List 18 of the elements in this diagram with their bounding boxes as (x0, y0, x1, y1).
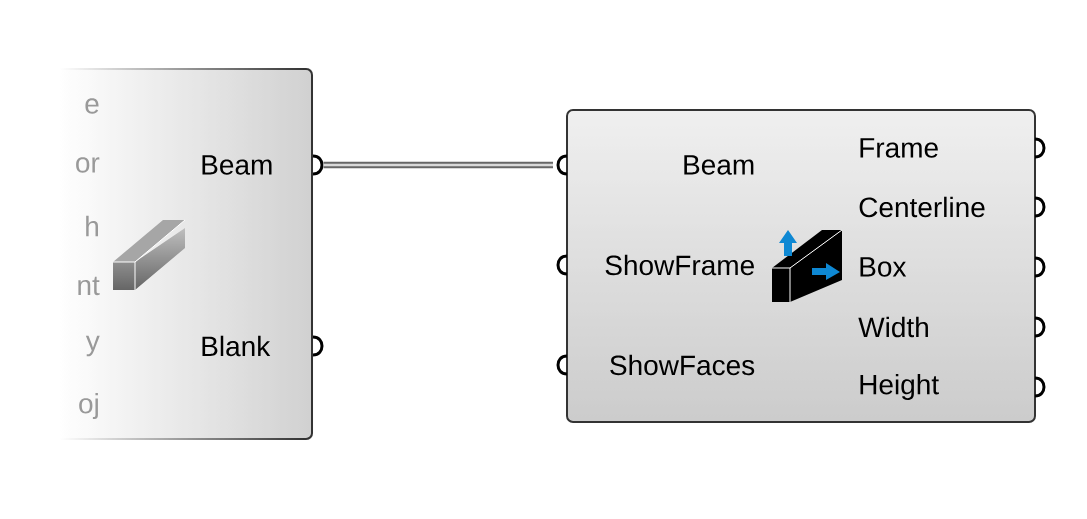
port-label: ShowFaces (610, 354, 755, 376)
port-label: y (85, 335, 100, 357)
port-label: Centerline (859, 196, 985, 218)
wire (323, 161, 553, 169)
component-box (566, 109, 1036, 423)
port-label: nt (78, 276, 100, 296)
port-label: Frame (860, 138, 938, 158)
port-label: Blank (202, 335, 271, 357)
port-label: e (85, 98, 99, 114)
port-label: Width (858, 316, 928, 338)
port-label: Box (860, 257, 907, 277)
port-label: oj (79, 392, 98, 420)
port-label: Height (860, 373, 939, 401)
port-label: Beam (684, 155, 754, 175)
port-label: h (86, 215, 98, 237)
port-label: or (76, 157, 100, 173)
port-label: Beam (202, 155, 272, 175)
port-label: ShowFrame (605, 254, 754, 276)
